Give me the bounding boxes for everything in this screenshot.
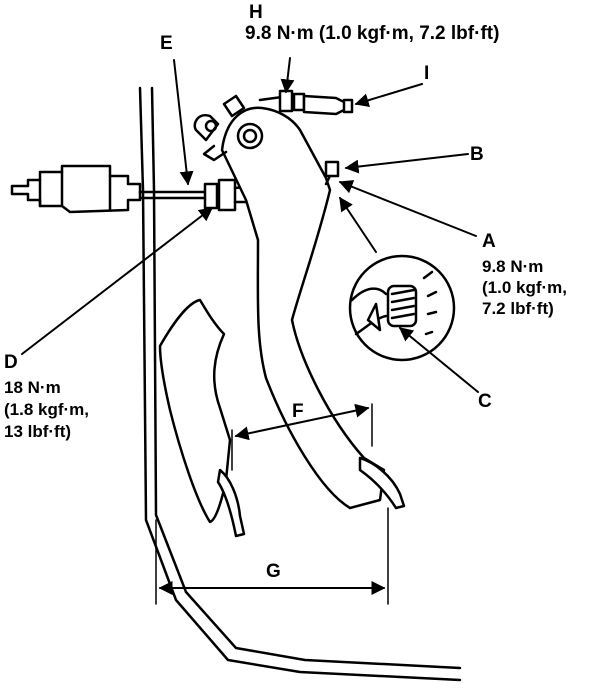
callout-d-torque-line-2: (1.8 kgf·m, — [4, 400, 90, 419]
callout-e-letter: E — [160, 33, 173, 54]
dimension-g-label: G — [266, 561, 281, 582]
callout-a-torque-line-2: (1.0 kgf·m, — [482, 278, 568, 297]
leader-lines — [21, 57, 479, 393]
dimension-f — [231, 403, 373, 471]
pedal-stop-bolt — [324, 160, 340, 186]
pedal-bracket — [193, 94, 246, 162]
callout-a-torque-line-3: 7.2 lbf·ft) — [482, 299, 554, 318]
callout-h-torque-spec: 9.8 N·m (1.0 kgf·m, 7.2 lbf·ft) — [245, 23, 500, 44]
callout-c-letter: C — [478, 391, 492, 412]
master-cylinder — [10, 164, 270, 214]
dimension-g — [155, 507, 389, 605]
callout-i-letter: I — [424, 63, 430, 84]
brake-pedal-arm — [220, 106, 406, 510]
dimension-f-label: F — [292, 401, 304, 422]
detail-circle — [348, 254, 456, 362]
callout-d-torque-line-3: 13 lbf·ft) — [4, 422, 72, 441]
callout-b-letter: B — [470, 144, 484, 165]
stop-light-switch — [258, 89, 354, 116]
callout-h-letter: H — [249, 2, 263, 23]
callout-d-torque-line-1: 18 N·m — [4, 378, 61, 397]
callout-a-letter: A — [482, 231, 496, 252]
callout-d-letter: D — [4, 352, 18, 373]
callout-a-torque-line-1: 9.8 N·m — [482, 257, 544, 276]
adjacent-pedal-arm — [158, 298, 246, 538]
